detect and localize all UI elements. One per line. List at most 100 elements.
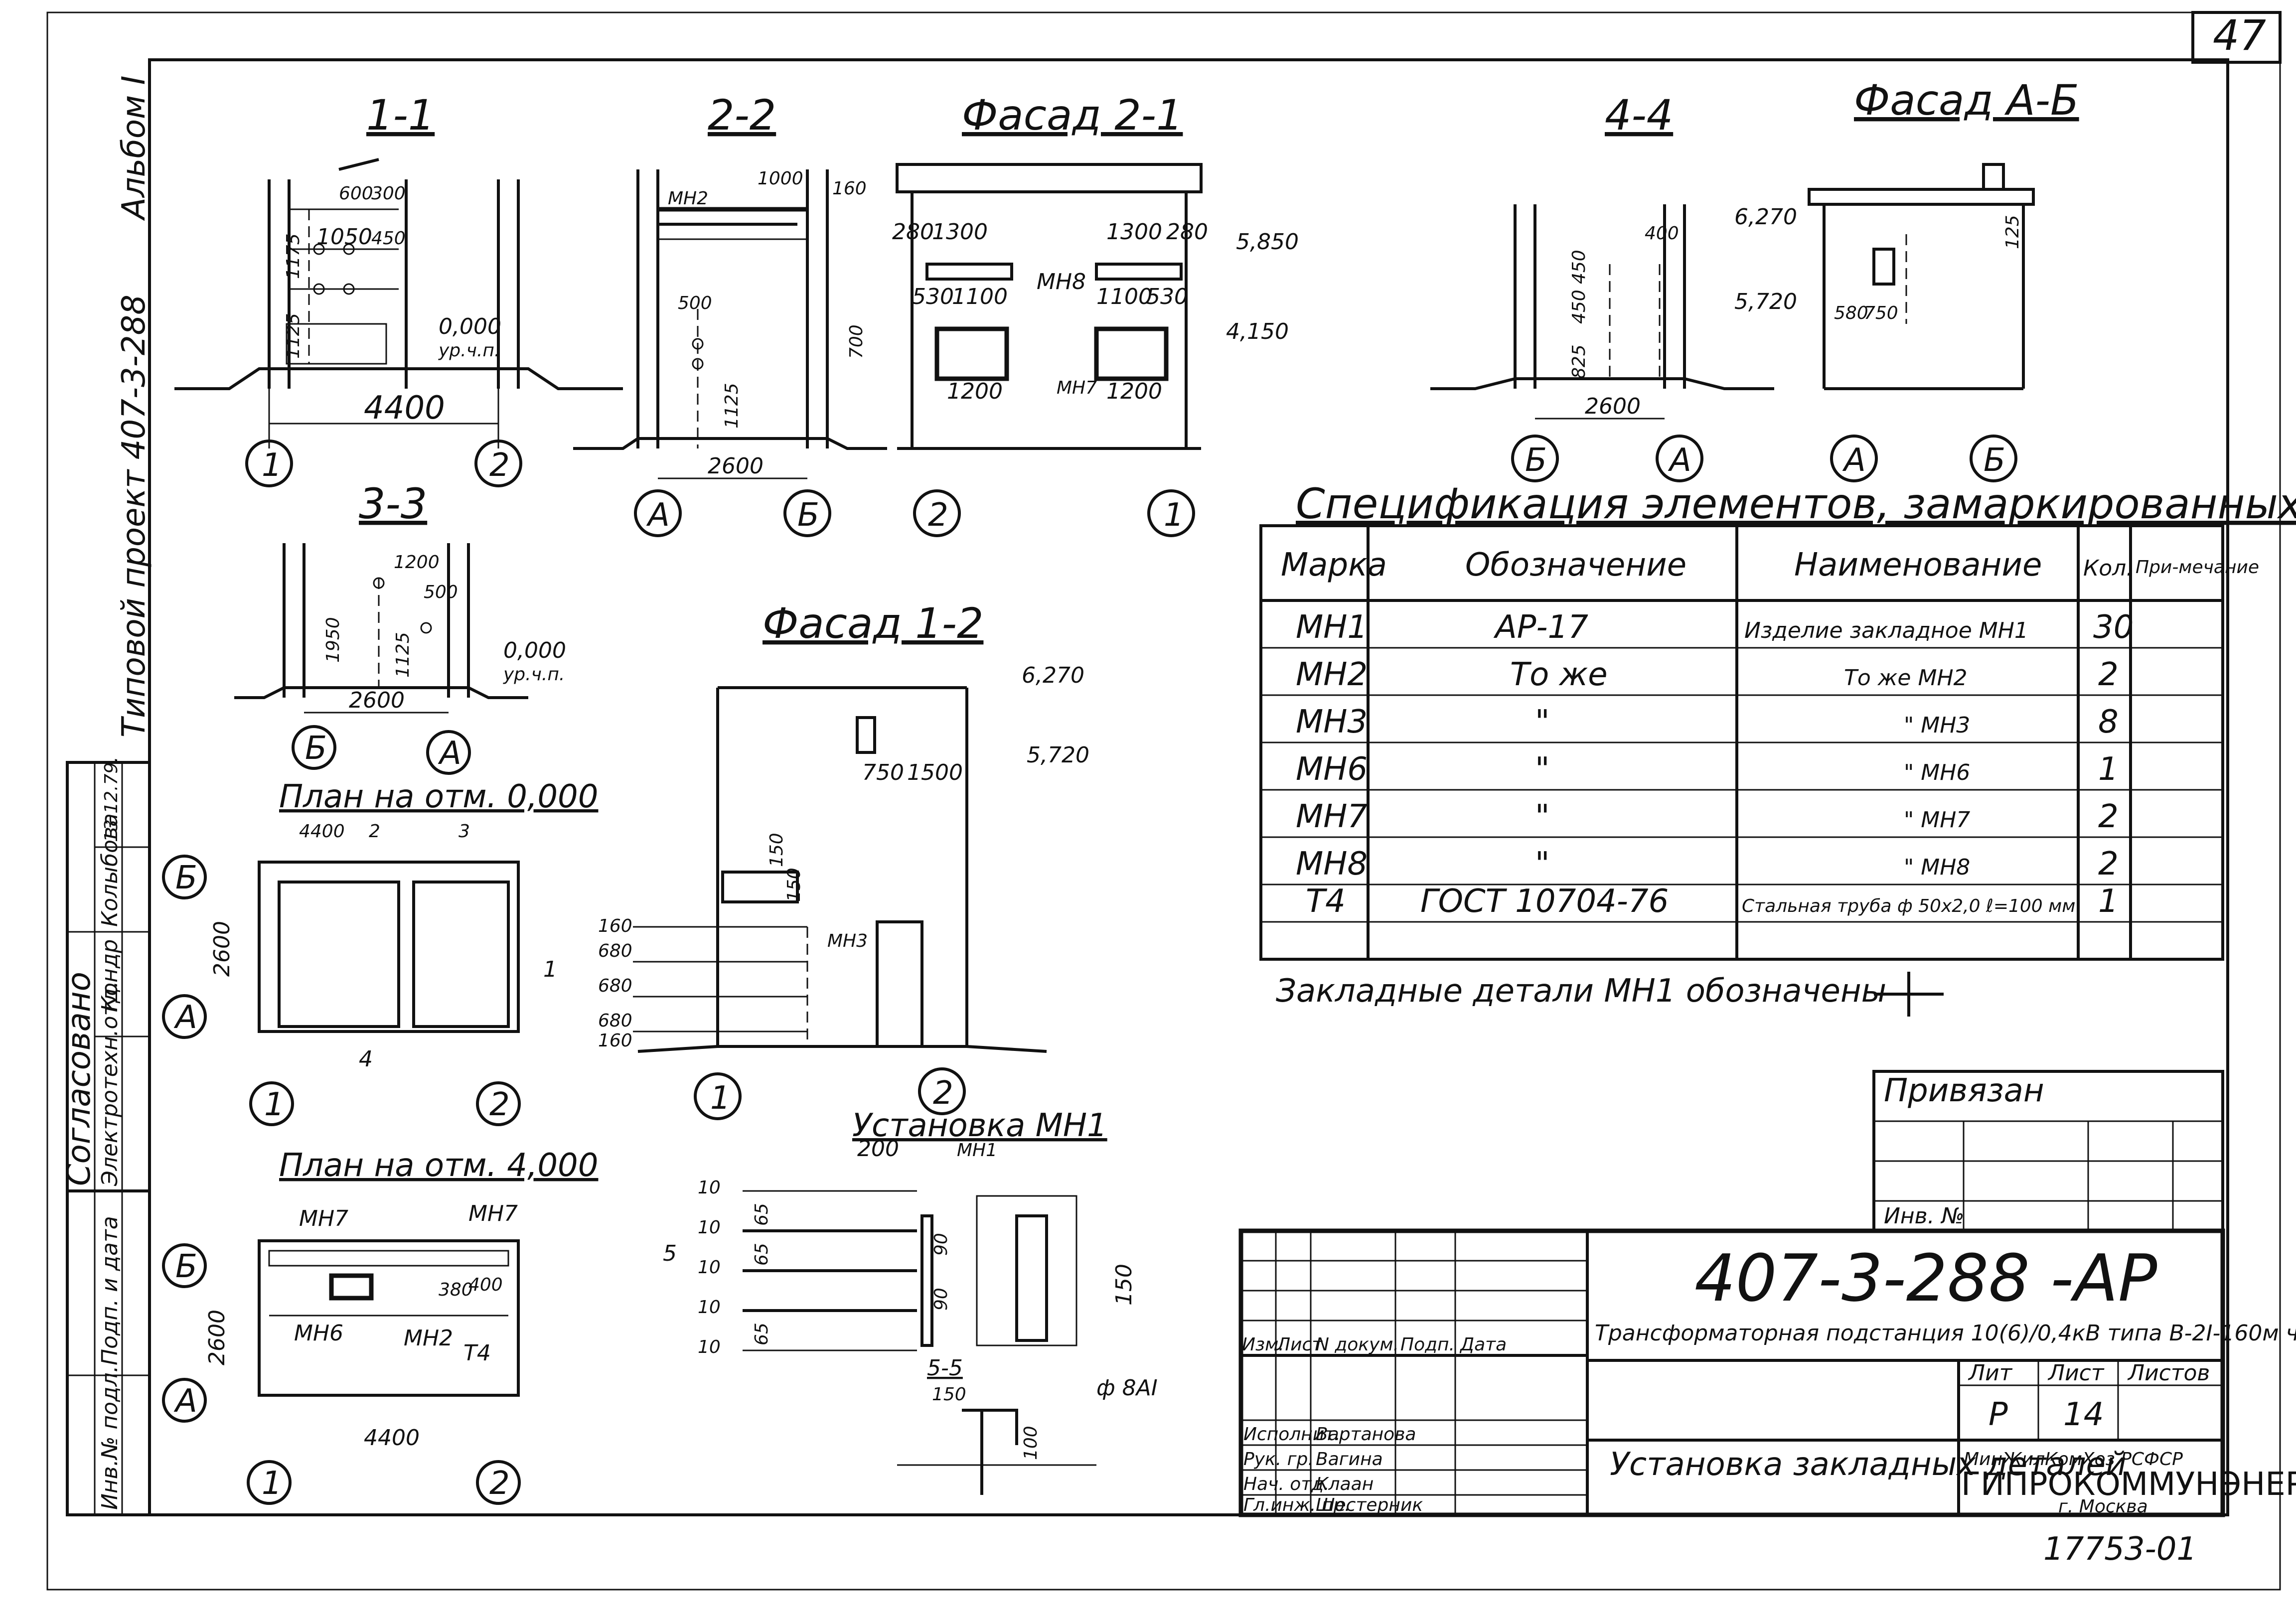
cell-qty: 2 xyxy=(2098,846,2119,883)
axis-1: 1 xyxy=(262,447,282,484)
dim-90a: 90 xyxy=(931,1233,951,1256)
approval-signature-1: Кондр xyxy=(97,939,123,1012)
dim-700: 700 xyxy=(846,324,867,359)
stage-header-lit: Лит xyxy=(1968,1360,2013,1386)
header-note: При-мечание xyxy=(2136,557,2259,578)
cell-qty: 2 xyxy=(2098,798,2119,835)
plan-label-3: 2 xyxy=(369,821,380,842)
cell-mark: МН6 xyxy=(1296,751,1368,788)
level-ground: ур.ч.п. xyxy=(438,340,500,361)
cell-mark: МН2 xyxy=(1296,656,1368,693)
archive-number: 17753-01 xyxy=(2043,1531,2197,1568)
plan-label-1: 1 xyxy=(543,957,557,982)
cell-mark: МН8 xyxy=(1296,846,1368,883)
cell-designation: То же xyxy=(1510,656,1608,693)
spec-table: Спецификация элементов, замаркированных … xyxy=(1259,479,2296,961)
cell-mark: МН1 xyxy=(1296,609,1368,646)
name-dept-head: Клаан xyxy=(1316,1474,1374,1494)
cell-name: " МН7 xyxy=(1904,807,1970,833)
title-block: Изм. Лист N докум. Подп. Дата Исполнит. … xyxy=(1238,1228,2296,1517)
dim-450: 450 xyxy=(371,228,406,249)
dim-2600: 2600 xyxy=(708,453,764,479)
mark-mh2: МН2 xyxy=(668,188,708,209)
dim-825: 825 xyxy=(1569,344,1589,379)
install-mh1-title: Установка МН1 xyxy=(852,1107,1107,1144)
role-executor: Исполнит. xyxy=(1243,1424,1341,1445)
mark-mh8: МН8 xyxy=(1037,269,1086,295)
col-izm: Изм. xyxy=(1242,1334,1284,1355)
axis-2: 2 xyxy=(928,497,948,534)
approval-row-label: Электротехн.отд. xyxy=(97,981,123,1186)
note: Закладные детали МН1 обозначены xyxy=(1276,972,1944,1017)
cell-name: Изделие закладное МН1 xyxy=(1744,618,2028,643)
section-1-1: 1-1 600 300 1050 450 1175 1125 0,000 ур.… xyxy=(174,91,623,487)
dim-1000: 1000 xyxy=(758,168,803,189)
dim-160: 160 xyxy=(832,178,867,199)
dim-300: 300 xyxy=(371,183,406,204)
dim-10e: 10 xyxy=(698,1337,721,1357)
dim-150-section: 150 xyxy=(932,1384,966,1405)
level-6270: 6,270 xyxy=(1022,663,1084,688)
dim-65b: 65 xyxy=(752,1243,772,1266)
axis-b: Б xyxy=(305,730,327,767)
mark-mh2: МН2 xyxy=(404,1326,453,1351)
axis-1: 1 xyxy=(262,1465,282,1502)
level-6270: 6,270 xyxy=(1734,204,1797,230)
mark-mh7a: МН7 xyxy=(299,1206,348,1231)
mark-mh1: МН1 xyxy=(957,1140,997,1161)
outer-frame xyxy=(46,11,2281,1591)
dim-530a: 530 xyxy=(912,284,954,309)
table-row: МН3 " " МН3 8 xyxy=(1296,704,2119,740)
dim-100: 100 xyxy=(1021,1426,1041,1460)
section-2-2-title: 2-2 xyxy=(708,91,776,140)
dim-90b: 90 xyxy=(931,1288,951,1311)
dim-500: 500 xyxy=(678,293,712,313)
dim-10d: 10 xyxy=(698,1297,721,1318)
inv-no-label: Инв.№ подл. xyxy=(97,1365,123,1510)
dim-1050: 1050 xyxy=(316,224,372,250)
cell-qty: 30 xyxy=(2093,609,2134,646)
axis-a: А xyxy=(173,1383,197,1420)
dim-1200: 1200 xyxy=(394,552,440,573)
mark-mh6: МН6 xyxy=(294,1321,343,1346)
table-row: МН1 АР-17 Изделие закладное МН1 30 xyxy=(1296,609,2134,646)
org-name: ГИПРОКОММУНЭНЕРГО xyxy=(1961,1466,2296,1503)
level-ground: ур.ч.п. xyxy=(503,664,565,685)
axis-2: 2 xyxy=(933,1075,953,1112)
mark-mh3: МН3 xyxy=(827,931,868,951)
level-5850: 5,850 xyxy=(1236,229,1299,255)
axis-1: 1 xyxy=(1164,497,1184,534)
approval-signature-2: Колыбова xyxy=(97,813,123,927)
level-5720: 5,720 xyxy=(1027,742,1089,768)
dim-65a: 65 xyxy=(752,1203,772,1226)
dim-2600: 2600 xyxy=(1585,394,1641,419)
axis-2: 2 xyxy=(489,1465,510,1502)
approval-title: Согласовано xyxy=(61,972,98,1186)
dim-4400: 4 xyxy=(359,1046,373,1072)
axis-b: Б xyxy=(175,860,197,896)
axis-1: 1 xyxy=(264,1086,285,1123)
cell-designation: " xyxy=(1535,751,1549,788)
axis-a: А xyxy=(1668,442,1691,479)
dim-580: 580 xyxy=(1834,303,1868,323)
dim-450b: 450 xyxy=(1569,250,1589,284)
axis-a: А xyxy=(646,497,670,534)
section-mark-5: 5 xyxy=(663,1241,677,1266)
dim-750: 750 xyxy=(862,760,904,785)
plan-4000-title: План на отм. 4,000 xyxy=(279,1147,598,1184)
axis-b: Б xyxy=(1525,442,1547,479)
dim-500: 500 xyxy=(424,582,458,602)
dim-530b: 530 xyxy=(1146,284,1188,309)
dim-2600: 2600 xyxy=(204,1310,230,1365)
spec-table-title: Спецификация элементов, замаркированных … xyxy=(1296,479,2296,528)
cell-designation: АР-17 xyxy=(1493,609,1588,646)
name-group-lead: Вагина xyxy=(1316,1449,1383,1470)
axis-b: Б xyxy=(1984,442,2005,479)
cell-qty: 1 xyxy=(2098,751,2119,788)
dim-680c: 680 xyxy=(598,1011,632,1031)
table-row: МН8 " " МН8 2 xyxy=(1296,846,2119,883)
dim-1100a: 1100 xyxy=(952,284,1008,309)
stage-header-sheets: Листов xyxy=(2127,1360,2210,1386)
approval-date: 13.12.79. xyxy=(101,756,122,842)
